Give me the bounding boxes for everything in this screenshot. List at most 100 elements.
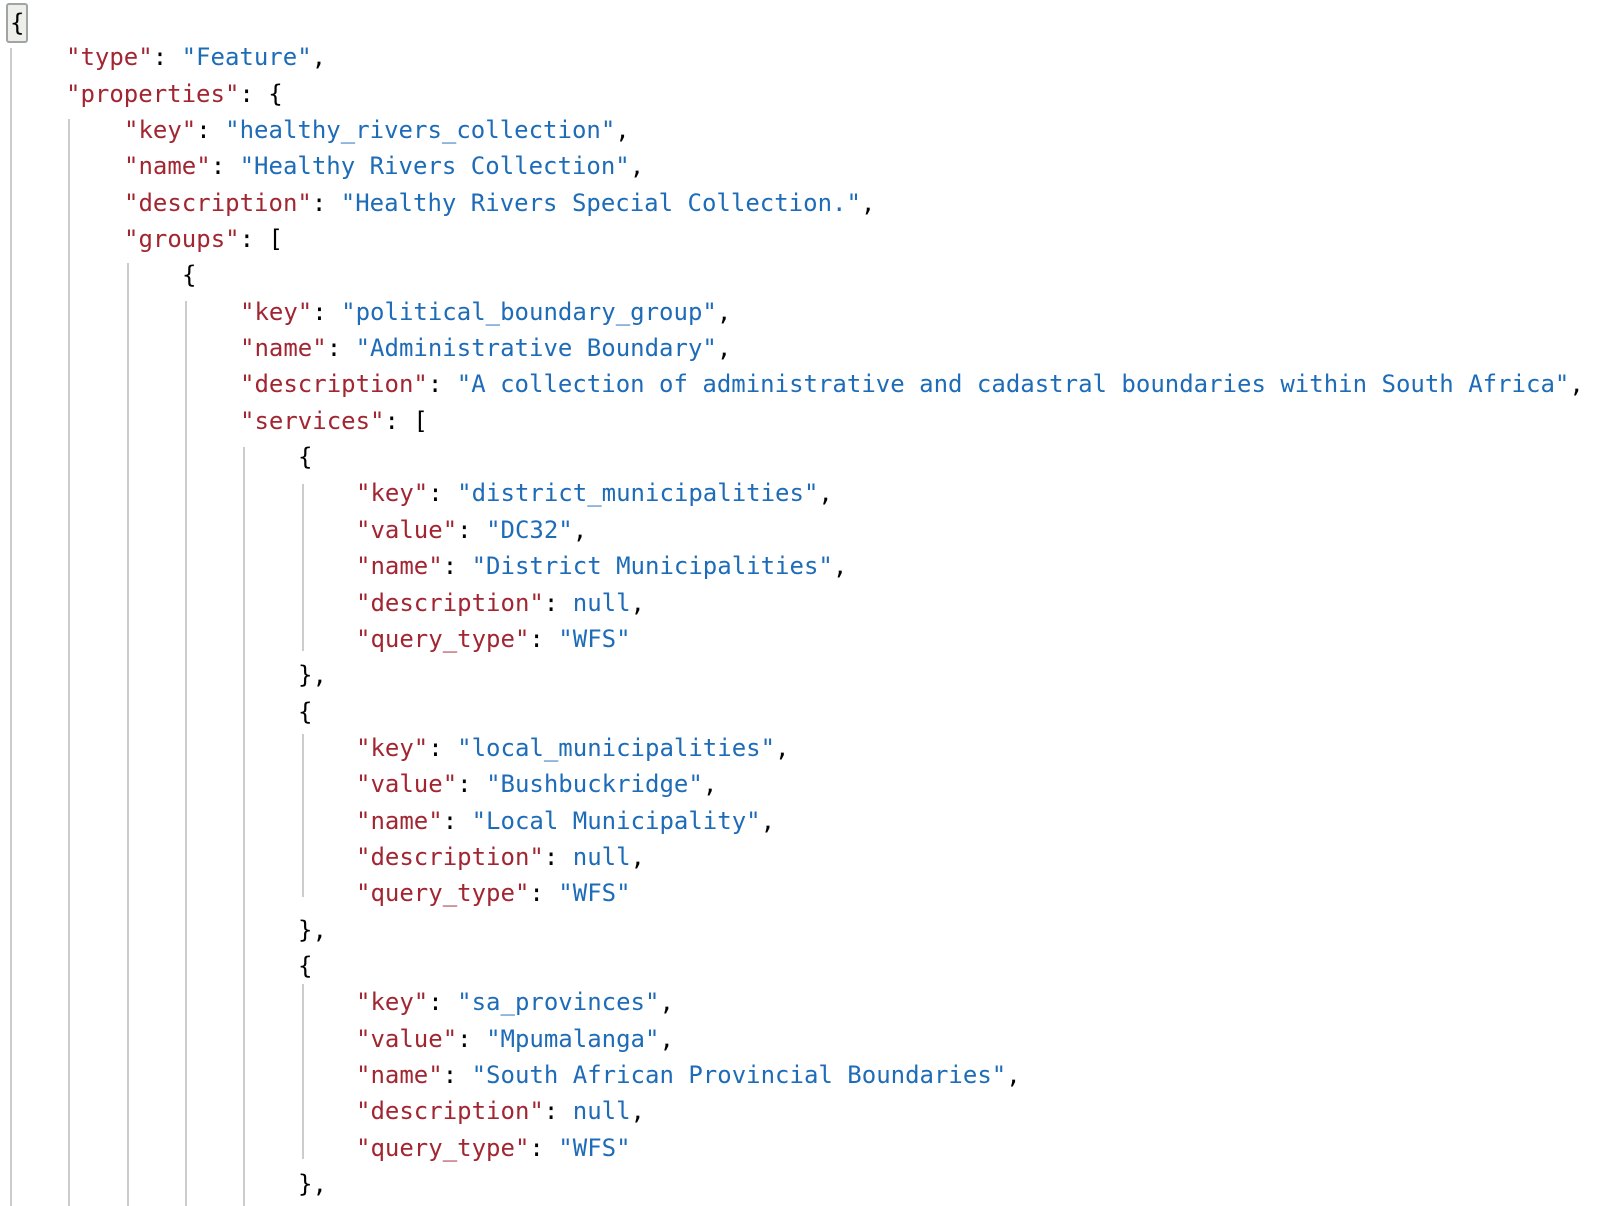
json-punctuation: : [ bbox=[384, 406, 428, 435]
json-line: "query_type": "WFS" bbox=[0, 875, 1606, 911]
json-line: }, bbox=[0, 657, 1606, 693]
json-null-value: null bbox=[572, 1097, 631, 1126]
json-punctuation: : bbox=[529, 1133, 559, 1162]
json-key: "name" bbox=[124, 152, 211, 181]
json-line: { bbox=[0, 948, 1606, 984]
json-key: "name" bbox=[356, 1060, 443, 1089]
indent-guide bbox=[68, 119, 70, 1206]
json-line: "name": "Administrative Boundary", bbox=[0, 330, 1606, 366]
json-key: "key" bbox=[356, 479, 429, 508]
json-punctuation: : bbox=[442, 552, 472, 581]
json-line: "type": "Feature", bbox=[0, 39, 1606, 75]
json-punctuation: , bbox=[311, 43, 327, 72]
json-line: "key": "healthy_rivers_collection", bbox=[0, 112, 1606, 148]
json-line: { bbox=[0, 3, 1606, 44]
json-punctuation: : bbox=[312, 297, 342, 326]
json-line: "value": "Mpumalanga", bbox=[0, 1021, 1606, 1057]
json-punctuation: }, bbox=[298, 661, 327, 690]
json-string-value: "District Municipalities" bbox=[471, 552, 833, 581]
json-line: "key": "sa_provinces", bbox=[0, 984, 1606, 1020]
json-line: "description": null, bbox=[0, 1093, 1606, 1129]
root-brace-toggle[interactable]: { bbox=[6, 3, 29, 44]
indent-guide bbox=[302, 734, 304, 897]
json-line: "query_type": "WFS" bbox=[0, 1130, 1606, 1166]
json-line: "properties": { bbox=[0, 76, 1606, 112]
json-null-value: null bbox=[572, 842, 631, 871]
json-key: "description" bbox=[240, 370, 428, 399]
json-line: "services": [ bbox=[0, 403, 1606, 439]
json-punctuation: : bbox=[457, 770, 487, 799]
json-punctuation: : bbox=[210, 152, 240, 181]
json-string-value: "political_boundary_group" bbox=[341, 297, 717, 326]
json-key: "value" bbox=[356, 770, 458, 799]
indent-guide bbox=[10, 48, 12, 1206]
json-string-value: "Administrative Boundary" bbox=[355, 334, 717, 363]
json-punctuation: }, bbox=[298, 915, 327, 944]
json-punctuation: : [ bbox=[239, 225, 283, 254]
json-line: "name": "District Municipalities", bbox=[0, 548, 1606, 584]
indent-guide bbox=[302, 484, 304, 651]
json-punctuation: , bbox=[716, 297, 732, 326]
json-line: "name": "Healthy Rivers Collection", bbox=[0, 148, 1606, 184]
json-key: "description" bbox=[356, 1097, 544, 1126]
json-null-value: null bbox=[572, 588, 631, 617]
json-punctuation: , bbox=[818, 479, 833, 508]
json-string-value: "Feature" bbox=[181, 43, 312, 72]
json-punctuation: , bbox=[775, 733, 790, 762]
indent-guide bbox=[127, 263, 129, 1206]
json-line: "query_type": "WFS" bbox=[0, 621, 1606, 657]
json-key: "description" bbox=[356, 588, 544, 617]
json-string-value: "local_municipalities" bbox=[457, 733, 776, 762]
json-punctuation: : bbox=[529, 624, 559, 653]
json-key: "key" bbox=[240, 297, 313, 326]
json-string-value: "WFS" bbox=[558, 624, 631, 653]
json-key: "query_type" bbox=[356, 1133, 530, 1162]
json-line: "groups": [ bbox=[0, 221, 1606, 257]
json-punctuation: , bbox=[760, 806, 776, 835]
json-punctuation: , bbox=[615, 116, 630, 145]
json-key: "query_type" bbox=[356, 624, 530, 653]
json-punctuation: , bbox=[1006, 1060, 1021, 1089]
json-line: "value": "Bushbuckridge", bbox=[0, 766, 1606, 802]
json-string-value: "Healthy Rivers Special Collection." bbox=[340, 188, 861, 217]
json-punctuation: , bbox=[659, 988, 674, 1017]
json-punctuation: : bbox=[428, 988, 458, 1017]
json-punctuation: : bbox=[152, 43, 182, 72]
json-key: "key" bbox=[356, 733, 429, 762]
json-punctuation: : { bbox=[239, 79, 283, 108]
json-punctuation: , bbox=[630, 842, 645, 871]
json-punctuation: : bbox=[543, 842, 573, 871]
json-punctuation: , bbox=[702, 770, 718, 799]
json-line: "name": "Local Municipality", bbox=[0, 803, 1606, 839]
json-punctuation: : bbox=[326, 334, 356, 363]
json-key: "key" bbox=[356, 988, 429, 1017]
indent-guide bbox=[302, 984, 304, 1159]
json-key: "value" bbox=[356, 1024, 458, 1053]
json-line: "description": null, bbox=[0, 585, 1606, 621]
json-key: "services" bbox=[240, 406, 385, 435]
json-string-value: "healthy_rivers_collection" bbox=[225, 116, 616, 145]
json-key: "value" bbox=[356, 515, 458, 544]
json-punctuation: { bbox=[298, 697, 313, 726]
indent-guide bbox=[243, 447, 245, 1206]
json-key: "description" bbox=[124, 188, 312, 217]
json-key: "name" bbox=[356, 552, 443, 581]
json-punctuation: , bbox=[659, 1024, 674, 1053]
json-punctuation: : bbox=[529, 879, 559, 908]
json-key: "query_type" bbox=[356, 879, 530, 908]
indent-guide bbox=[185, 301, 187, 1206]
json-punctuation: : bbox=[457, 515, 487, 544]
json-string-value: "DC32" bbox=[486, 515, 573, 544]
json-punctuation: , bbox=[716, 334, 732, 363]
json-punctuation: : bbox=[442, 806, 472, 835]
json-line: "description": null, bbox=[0, 839, 1606, 875]
json-punctuation: , bbox=[629, 152, 645, 181]
json-punctuation: : bbox=[457, 1024, 487, 1053]
json-punctuation: , bbox=[572, 515, 588, 544]
json-key: "properties" bbox=[66, 79, 240, 108]
json-string-value: "Mpumalanga" bbox=[486, 1024, 660, 1053]
json-key: "name" bbox=[240, 334, 327, 363]
json-line: { bbox=[0, 257, 1606, 293]
